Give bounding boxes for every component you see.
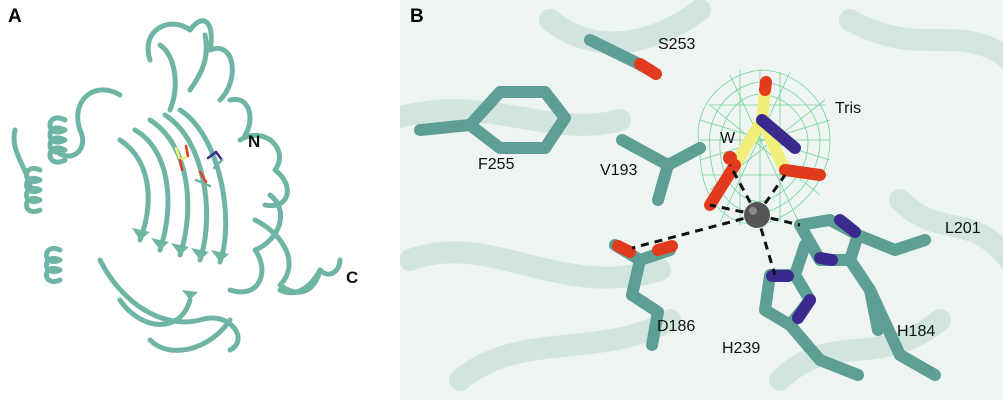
residue-label-f255: F255 — [478, 156, 515, 173]
residue-label-l201: L201 — [945, 220, 981, 237]
residue-label-d186: D186 — [657, 318, 696, 335]
residue-label-s253: S253 — [658, 36, 696, 53]
residue-label-v193: V193 — [600, 162, 638, 179]
n-terminus-label: N — [248, 132, 261, 151]
panel-b-letter: B — [410, 6, 424, 27]
panel-b: B S253 F255 V193 Tris W L201 D186 H239 H… — [400, 0, 1003, 400]
c-terminus-label: C — [346, 268, 359, 287]
water-label: W — [720, 130, 736, 147]
panel-a: A N C — [0, 0, 390, 400]
residue-label-h239: H239 — [722, 340, 761, 357]
residue-label-h184: H184 — [897, 323, 936, 340]
active-site-model — [400, 0, 1003, 391]
protein-cartoon — [11, 18, 343, 353]
ligand-label-tris: Tris — [835, 100, 862, 117]
panel-a-letter: A — [8, 6, 22, 27]
